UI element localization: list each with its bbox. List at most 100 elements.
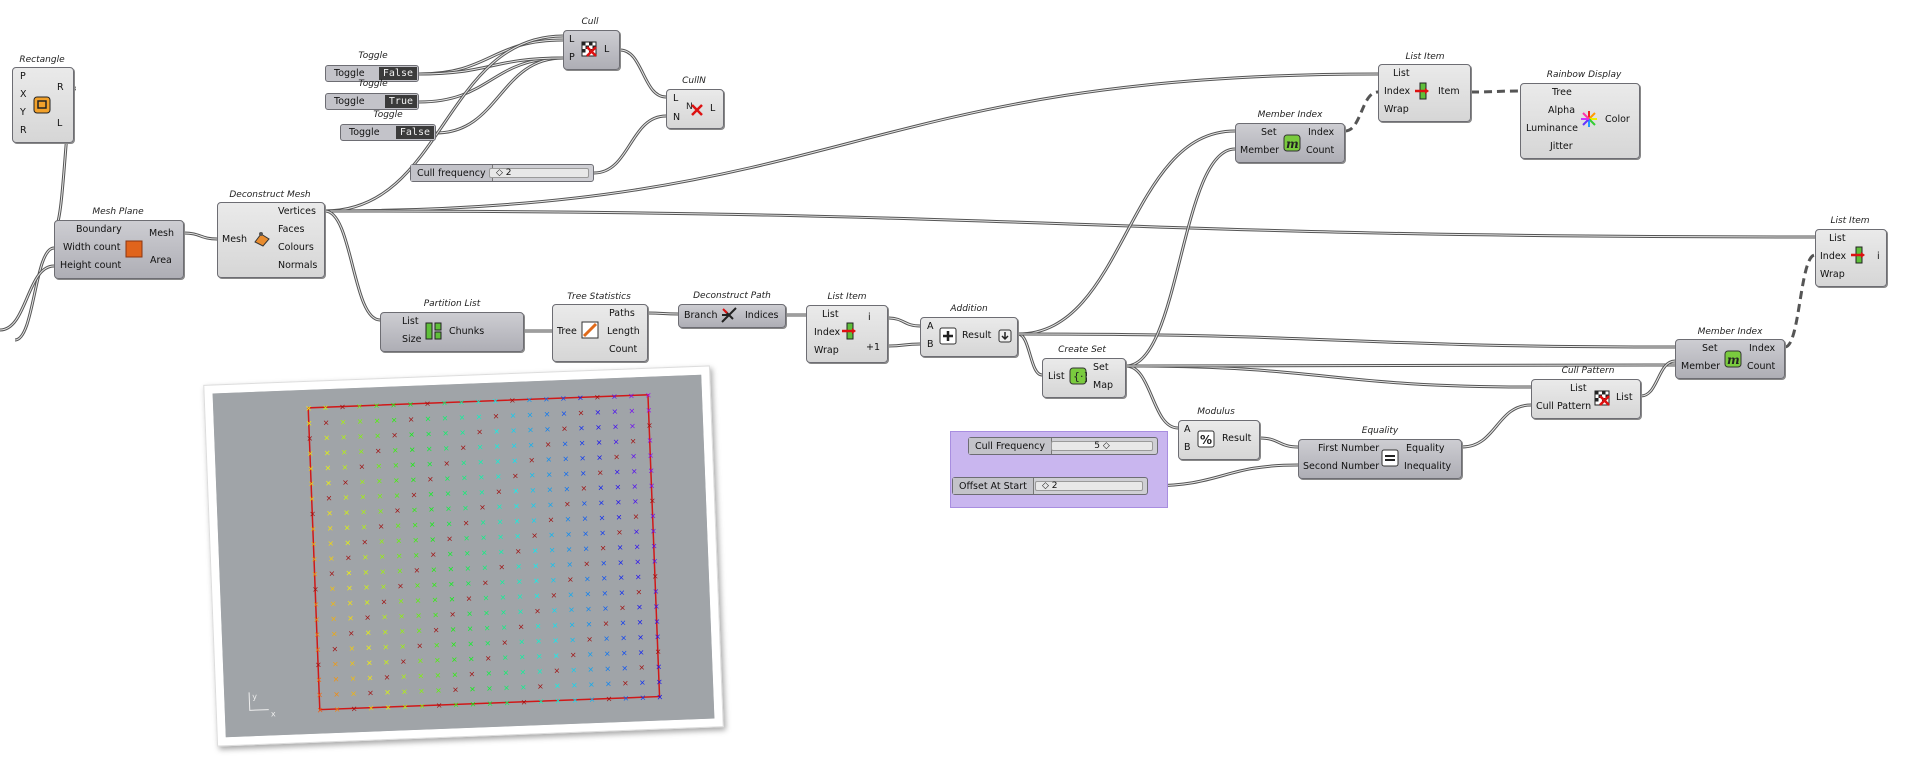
port-i-out[interactable]: i [868,312,871,323]
port-set-out[interactable]: Set [1093,362,1109,373]
port-second-number[interactable]: Second Number [1303,461,1380,472]
port-area-out[interactable]: Area [150,255,172,266]
port-colours-out[interactable]: Colours [278,242,314,253]
port-l-out[interactable]: L [604,44,610,55]
cull-frequency-slider[interactable]: Cull frequency ◇ 2 [410,164,594,182]
port-map-out[interactable]: Map [1093,380,1114,391]
port-b[interactable]: B [1184,442,1191,453]
port-index-out[interactable]: Index [1749,343,1776,354]
port-member[interactable]: Member [1681,361,1721,372]
port-cull-pattern[interactable]: Cull Pattern [1536,401,1592,412]
svg-text:×: × [328,554,335,563]
port-luminance[interactable]: Luminance [1526,123,1578,134]
port-count-out[interactable]: Count [1306,145,1335,156]
port-p[interactable]: P [20,71,26,82]
port-item-out[interactable]: Item [1438,86,1460,97]
toggle-value[interactable]: False [378,67,417,80]
svg-text:×: × [328,569,335,578]
svg-text:×: × [583,559,590,568]
port-vertices-out[interactable]: Vertices [278,206,316,217]
port-inequality-out[interactable]: Inequality [1404,461,1452,472]
port-list[interactable]: List [1048,371,1065,382]
port-b[interactable]: B [927,339,934,350]
port-equality-out[interactable]: Equality [1406,443,1445,454]
port-chunks-out[interactable]: Chunks [449,326,485,337]
port-x[interactable]: X [20,89,27,100]
slider-track[interactable]: 5 ◇ [1051,441,1153,451]
port-l[interactable]: L [569,34,575,45]
svg-text:×: × [332,660,339,669]
port-mesh-out[interactable]: Mesh [149,228,175,239]
port-height-count[interactable]: Height count [60,260,122,271]
cull-frequency-slider-2[interactable]: Cull Frequency 5 ◇ [968,437,1158,455]
port-p[interactable]: P [569,52,575,63]
toggle-value[interactable]: True [384,95,417,108]
port-plus1-out[interactable]: +1 [866,342,881,353]
port-l-out[interactable]: L [710,103,716,114]
graft-icon[interactable] [998,329,1012,343]
port-index[interactable]: Index [814,327,841,338]
port-member[interactable]: Member [1240,145,1280,156]
port-mesh[interactable]: Mesh [222,234,248,245]
port-indices-out[interactable]: Indices [745,310,779,321]
svg-text:×: × [305,404,312,413]
port-r[interactable]: R [20,125,27,136]
modulus-icon: % [1197,430,1215,448]
port-first-number[interactable]: First Number [1318,443,1380,454]
slider-track[interactable]: ◇ 2 [489,168,589,178]
svg-text:×: × [504,698,511,707]
port-index[interactable]: Index [1384,86,1411,97]
port-n[interactable]: N [673,112,681,123]
port-tree[interactable]: Tree [557,326,577,337]
port-size[interactable]: Size [402,334,422,345]
port-list-out[interactable]: List [1616,392,1633,403]
port-list[interactable]: List [402,316,419,327]
port-normals-out[interactable]: Normals [278,260,318,271]
svg-text:×: × [613,437,620,446]
port-i-out[interactable]: i [1877,251,1880,262]
port-length-out[interactable]: Length [607,326,640,337]
port-wrap[interactable]: Wrap [1820,269,1845,280]
port-branch[interactable]: Branch [684,310,718,321]
port-jitter[interactable]: Jitter [1550,141,1573,152]
port-boundary[interactable]: Boundary [76,224,122,235]
port-l[interactable]: L [673,93,679,104]
svg-text:×: × [333,690,340,699]
port-wrap[interactable]: Wrap [814,345,839,356]
svg-text:×: × [498,563,505,572]
port-result-out[interactable]: Result [962,330,992,341]
offset-at-start-slider[interactable]: Offset At Start ◇ 2 [952,477,1148,495]
port-wrap[interactable]: Wrap [1384,104,1409,115]
svg-text:×: × [429,520,436,529]
port-paths-out[interactable]: Paths [609,308,635,319]
toggle-value[interactable]: False [395,126,434,139]
port-set[interactable]: Set [1261,127,1277,138]
svg-text:×: × [501,638,508,647]
port-result-out[interactable]: Result [1222,433,1252,444]
port-index[interactable]: Index [1820,251,1847,262]
port-color-out[interactable]: Color [1605,114,1630,125]
port-y[interactable]: Y [20,107,26,118]
port-a[interactable]: A [1184,424,1191,435]
svg-text:×: × [361,522,368,531]
port-set[interactable]: Set [1702,343,1718,354]
port-r-out[interactable]: R [57,82,64,93]
port-l-out[interactable]: L [57,118,63,129]
svg-text:×: × [513,502,520,511]
svg-text:×: × [552,621,559,630]
port-list[interactable]: List [1829,233,1846,244]
port-list[interactable]: List [822,309,839,320]
port-faces-out[interactable]: Faces [278,224,305,235]
port-list[interactable]: List [1393,68,1410,79]
slider-track[interactable]: ◇ 2 [1035,481,1143,491]
port-a[interactable]: A [927,321,934,332]
port-width-count[interactable]: Width count [63,242,121,253]
port-index-out[interactable]: Index [1308,127,1335,138]
port-count-out[interactable]: Count [1747,361,1776,372]
svg-text:×: × [323,433,330,442]
port-tree[interactable]: Tree [1552,87,1572,98]
svg-text:×: × [396,551,403,560]
port-list[interactable]: List [1570,383,1587,394]
port-alpha[interactable]: Alpha [1548,105,1576,116]
port-count-out[interactable]: Count [609,344,638,355]
